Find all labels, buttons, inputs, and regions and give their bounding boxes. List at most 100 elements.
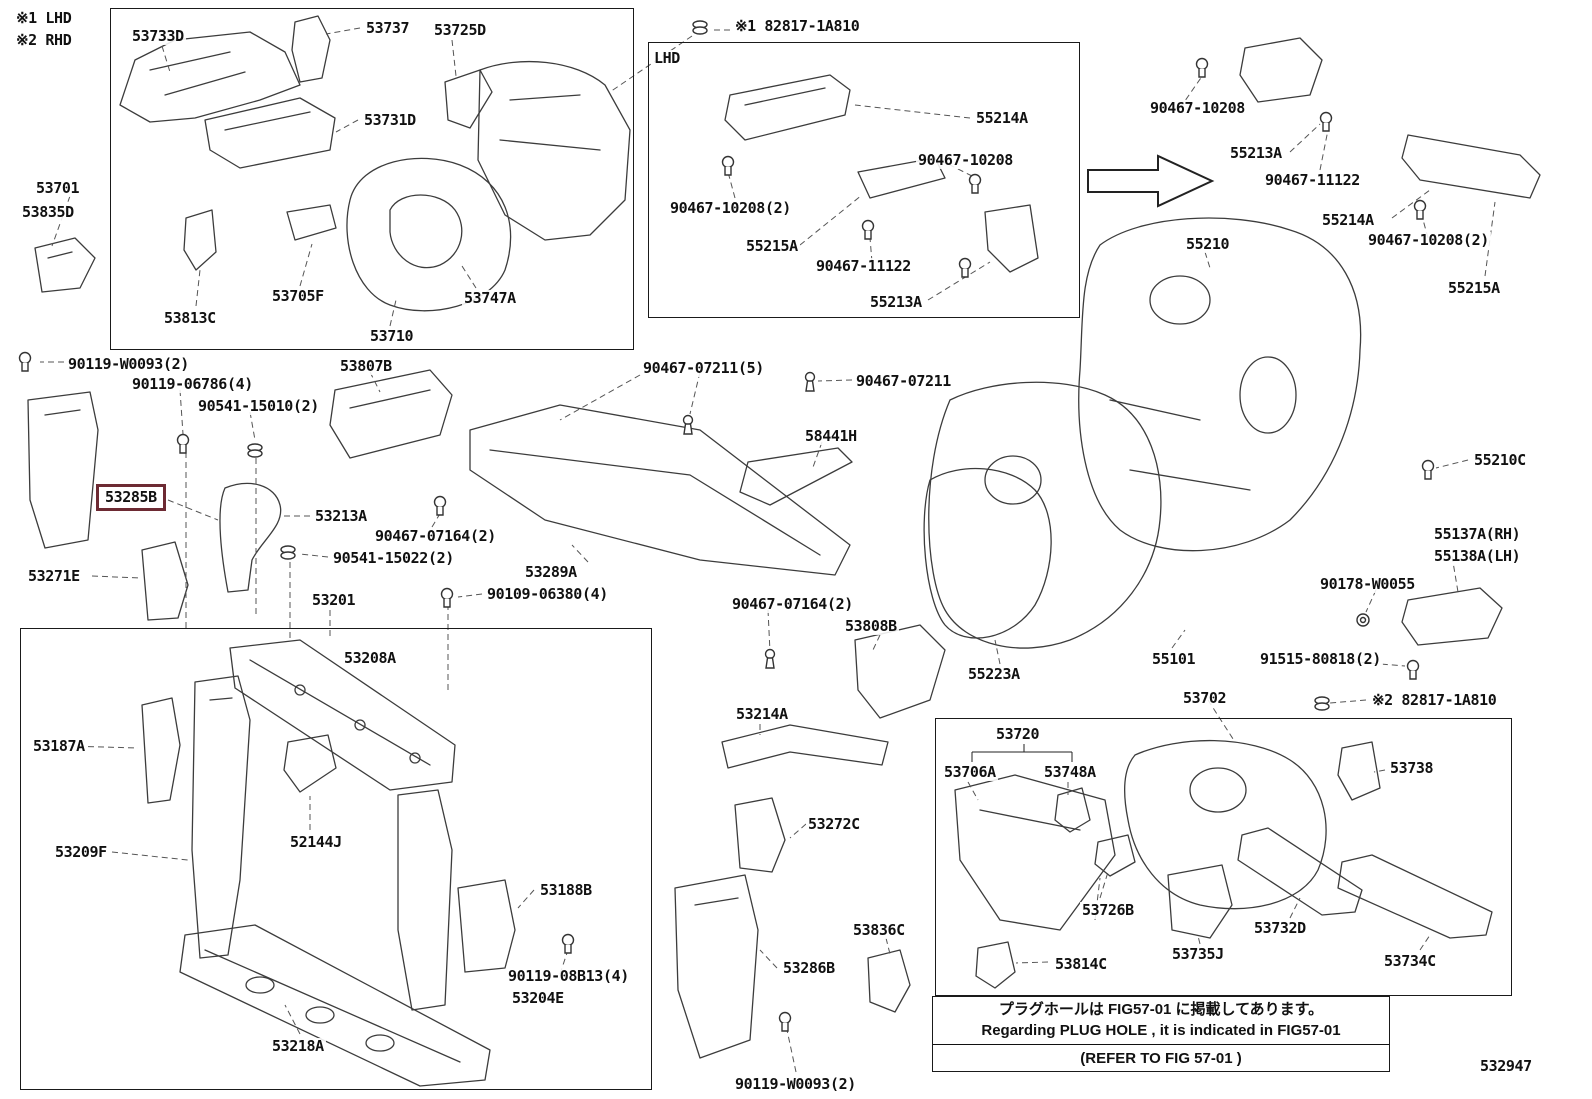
part-sketch-53201 — [229, 639, 456, 791]
part-sketch-55214A-rhd — [1401, 134, 1541, 199]
part-sketch-53188B — [457, 879, 516, 973]
part-label-55215A-rhd: 55215A — [1446, 279, 1502, 297]
part-label-53733D: 53733D — [130, 27, 186, 45]
part-label-53286B: 53286B — [781, 959, 837, 977]
part-sketch-53204E — [397, 789, 453, 1011]
part-sketch-53218A — [179, 924, 491, 1087]
part-label-53187A: 53187A — [31, 737, 87, 755]
part-label-53188B: 53188B — [538, 881, 594, 899]
part-sketch-53702 — [1123, 739, 1327, 910]
part-sketch-55215A-lhd — [857, 157, 946, 199]
part-sketch-55137A — [1401, 587, 1503, 646]
part-sketch-53748A — [1054, 787, 1091, 833]
sketch-group-center — [27, 369, 946, 1059]
apron-rh-group-box — [935, 718, 1512, 996]
part-sketch-53271E — [141, 541, 189, 621]
part-sketch-53807B — [329, 369, 453, 459]
part-label-55213A-rhd: 55213A — [1228, 144, 1284, 162]
screw-icon — [176, 433, 190, 454]
part-label-90467-10208-lhd: 90467-10208 — [916, 151, 1015, 169]
part-label-53732D: 53732D — [1252, 919, 1308, 937]
grommet-icon — [280, 545, 296, 560]
part-sketch-53725D — [444, 69, 493, 129]
part-label-53807B: 53807B — [338, 357, 394, 375]
part-label-53710: 53710 — [368, 327, 416, 345]
part-sketch-53737 — [291, 15, 331, 83]
hole — [365, 1034, 395, 1052]
part-label-90119-W0093-top: 90119-W0093(2) — [66, 355, 191, 373]
part-label-55137A-RH: 55137A(RH) — [1432, 525, 1523, 543]
part-label-90178-W0055: 90178-W0055 — [1318, 575, 1417, 593]
part-sketch-55214A-lhd — [724, 74, 851, 141]
part-sketch-55101 — [928, 381, 1162, 649]
part-label-90467-07211: 90467-07211 — [854, 372, 953, 390]
part-label-90467-11122-rhd: 90467-11122 — [1263, 171, 1362, 189]
part-label-90467-11122-lhd: 90467-11122 — [814, 257, 913, 275]
part-sketch-53213A — [219, 482, 282, 593]
bolt-icon — [778, 1011, 792, 1032]
fender-apron-group-box — [110, 8, 634, 350]
part-label-55214A-lhd: 55214A — [974, 109, 1030, 127]
bolt-icon — [1195, 57, 1209, 78]
part-sketch-53735J — [1167, 864, 1233, 939]
nut-icon — [1356, 613, 1370, 627]
legend-rhd: ※2 RHD — [14, 31, 74, 49]
part-label-53272C: 53272C — [806, 815, 862, 833]
part-sketch-53733D — [119, 31, 301, 123]
part-label-55213A-lhd: 55213A — [868, 293, 924, 311]
part-label-90109-06380: 90109-06380(4) — [485, 585, 610, 603]
part-label-90467-10208-2-lhd: 90467-10208(2) — [668, 199, 793, 217]
part-sketch-52144J — [283, 734, 337, 793]
part-label-53734C: 53734C — [1382, 952, 1438, 970]
part-label-90119-W0093-bottom: 90119-W0093(2) — [733, 1075, 858, 1093]
part-label-52144J: 52144J — [288, 833, 344, 851]
part-label-53808B: 53808B — [843, 617, 899, 635]
sketch-group-cowl-lhd — [724, 74, 1039, 273]
part-sketch-53814C — [975, 941, 1016, 989]
part-sketch-55213A-lhd — [984, 204, 1039, 273]
lhd-caption: LHD — [652, 49, 682, 67]
part-label-53725D: 53725D — [432, 21, 488, 39]
part-label-53747A: 53747A — [462, 289, 518, 307]
part-label-53209F: 53209F — [53, 843, 109, 861]
part-sketch-53738 — [1337, 741, 1381, 801]
part-label-53813C: 53813C — [162, 309, 218, 327]
part-label-90541-15022: 90541-15022(2) — [331, 549, 456, 567]
sketch-group-dash-panels — [923, 217, 1503, 649]
part-sketch-53289A — [469, 404, 851, 576]
part-label-55214A-rhd: 55214A — [1320, 211, 1376, 229]
part-label-53204E: 53204E — [510, 989, 566, 1007]
bolt-icon — [1406, 659, 1420, 680]
sketch-group-radiator-support — [141, 639, 516, 1087]
part-label-55215A-lhd: 55215A — [744, 237, 800, 255]
part-label-53720: 53720 — [994, 725, 1042, 743]
part-sketch-53286B — [674, 874, 759, 1059]
part-sketch-53710 — [477, 61, 631, 241]
part-sketch-53209F — [191, 675, 251, 959]
grommet-icon — [247, 443, 263, 458]
part-sketch-53705F — [286, 204, 337, 241]
part-label-55210C: 55210C — [1472, 451, 1528, 469]
part-label-53213A: 53213A — [313, 507, 369, 525]
note-line-english: Regarding PLUG HOLE , it is indicated in… — [981, 1022, 1341, 1039]
part-sketch-53747A — [346, 157, 512, 312]
bolt-icon — [1413, 199, 1427, 220]
legend-lhd: ※1 LHD — [14, 9, 74, 27]
bolt-icon — [1421, 459, 1435, 480]
grommet-icon — [1314, 696, 1330, 711]
part-label-53285B-highlighted[interactable]: 53285B — [96, 484, 166, 511]
part-label-91515-80818: 91515-80818(2) — [1258, 650, 1383, 668]
part-label-53201: 53201 — [310, 591, 358, 609]
part-label-53701: 53701 — [34, 179, 82, 197]
part-sketch-53272C — [734, 797, 786, 873]
part-sketch-55213A-rhd — [1239, 37, 1323, 103]
lhd-cowl-group-box — [648, 42, 1080, 318]
part-label-55210: 55210 — [1184, 235, 1232, 253]
part-label-53214A: 53214A — [734, 705, 790, 723]
part-sketch-53808B — [854, 624, 946, 719]
part-label-90467-10208-rhd: 90467-10208 — [1148, 99, 1247, 117]
part-label-90467-07211-5: 90467-07211(5) — [641, 359, 766, 377]
part-label-90541-15010: 90541-15010(2) — [196, 397, 321, 415]
